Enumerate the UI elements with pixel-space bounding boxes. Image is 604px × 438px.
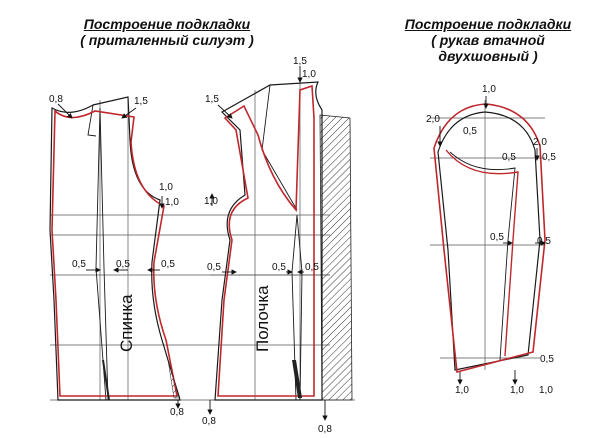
measure-sleeve-mid-05b: 0,5 (537, 236, 551, 247)
measure-front-shoulder-15: 1,5 (205, 94, 219, 105)
sleeve-grid (430, 100, 545, 370)
measure-front-facing-08: 0,8 (318, 424, 332, 435)
measure-front-hem-08: 0,8 (202, 416, 216, 427)
measure-back-hem-08: 0,8 (170, 407, 184, 418)
front-lining-outline (217, 84, 315, 397)
back-piece: Спинка (49, 96, 330, 401)
measure-sleeve-hem-10b: 1,0 (510, 385, 524, 396)
measure-sleeve-right-20: 2,0 (533, 137, 547, 148)
measure-back-waist-05a: 0,5 (72, 259, 86, 270)
back-grid (50, 100, 330, 401)
right-title: Построение подкладки ( рукав втачной дву… (388, 16, 588, 64)
back-label: Спинка (117, 294, 136, 352)
measure-front-armhole-10: 1,0 (204, 196, 218, 207)
measure-back-shoulder-15: 1,5 (134, 96, 148, 107)
measure-sleeve-hem-05: 0,5 (540, 354, 554, 365)
left-title: Построение подкладки ( приталенный силуэ… (62, 16, 272, 48)
measure-sleeve-hem-10c: 1,0 (539, 385, 553, 396)
measurement-arrows (57, 66, 546, 421)
measure-front-waist-05c: 0,5 (305, 262, 319, 273)
sleeve-lining-outline (433, 103, 546, 374)
sleeve-piece (430, 100, 546, 374)
measure-back-waist-05b: 0,5 (116, 259, 130, 270)
measure-back-side-10: 1,0 (165, 197, 179, 208)
right-title-line3: двухшовный ) (438, 48, 538, 64)
back-outline (49, 96, 181, 401)
measure-sleeve-under-05: 0,5 (502, 152, 516, 163)
measure-front-neck-15: 1,5 (293, 56, 307, 67)
measure-back-neck-08: 0,8 (49, 94, 63, 105)
right-title-line1: Построение подкладки (404, 16, 572, 32)
measure-back-waist-05c: 0,5 (161, 259, 175, 270)
measure-sleeve-hem-10a: 1,0 (455, 385, 469, 396)
front-piece: Полочка (210, 80, 355, 401)
left-title-line1: Построение подкладки (83, 16, 251, 32)
measure-sleeve-cap-05: 0,5 (463, 126, 477, 137)
measure-front-waist-05b: 0,5 (272, 262, 286, 273)
right-title-line2: ( рукав втачной (431, 32, 545, 48)
measure-sleeve-side-05: 0,5 (542, 152, 556, 163)
measure-sleeve-mid-05a: 0,5 (490, 232, 504, 243)
front-facing-hatch (319, 114, 353, 401)
measure-back-armhole-10: 1,0 (159, 182, 173, 193)
measure-sleeve-cap-10: 1,0 (482, 84, 496, 95)
sleeve-outline (437, 111, 541, 371)
left-title-line2: ( приталенный силуэт ) (80, 32, 254, 48)
back-lining-outline (51, 109, 178, 397)
measure-front-neck-10: 1,0 (302, 69, 316, 80)
front-label: Полочка (253, 285, 272, 352)
measure-front-waist-05a: 0,5 (207, 262, 221, 273)
measure-sleeve-left-20: 2,0 (426, 114, 440, 125)
front-outline (214, 81, 323, 401)
